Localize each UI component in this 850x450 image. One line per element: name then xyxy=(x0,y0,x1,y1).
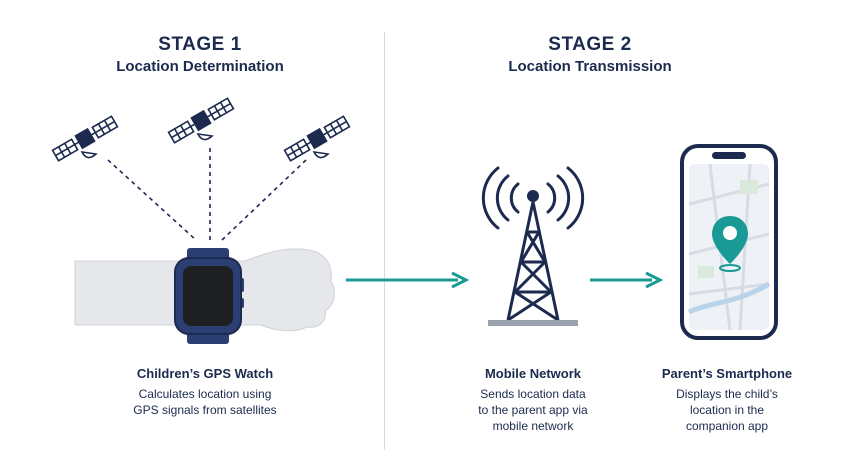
satellite-icon xyxy=(167,97,235,144)
phone-caption-desc: Displays the child’s location in the com… xyxy=(637,386,817,434)
network-caption-line: Sends location data xyxy=(480,387,586,401)
stage1-title: STAGE 1 xyxy=(158,34,242,55)
phone-caption-line: Displays the child’s xyxy=(676,387,778,401)
network-caption-line: to the parent app via xyxy=(478,403,588,417)
satellite-icon xyxy=(51,115,119,162)
phone-caption-title: Parent’s Smartphone xyxy=(661,366,793,381)
satellite-icon xyxy=(283,115,351,162)
map-pin-icon xyxy=(712,216,748,272)
watch-caption-title: Children’s GPS Watch xyxy=(136,366,274,381)
stage1-subtitle: Location Determination xyxy=(116,58,284,75)
cell-tower-icon xyxy=(481,166,585,326)
stage-divider xyxy=(384,32,385,450)
watch-caption-line: GPS signals from satellites xyxy=(133,403,277,417)
stage2-subtitle: Location Transmission xyxy=(508,58,672,75)
watch-caption-line: Calculates location using xyxy=(138,387,272,401)
arrow-right-icon xyxy=(590,271,664,289)
phone-caption-line: companion app xyxy=(685,419,769,433)
network-caption-desc: Sends location data to the parent app vi… xyxy=(443,386,623,434)
network-caption-line: mobile network xyxy=(492,419,574,433)
gps-watch-icon xyxy=(174,248,244,344)
watch-caption-desc: Calculates location using GPS signals fr… xyxy=(95,386,315,418)
phone-caption-line: location in the xyxy=(689,403,765,417)
stage2-title: STAGE 2 xyxy=(548,34,632,55)
network-caption-title: Mobile Network xyxy=(484,366,582,381)
arrow-right-icon xyxy=(346,271,470,289)
